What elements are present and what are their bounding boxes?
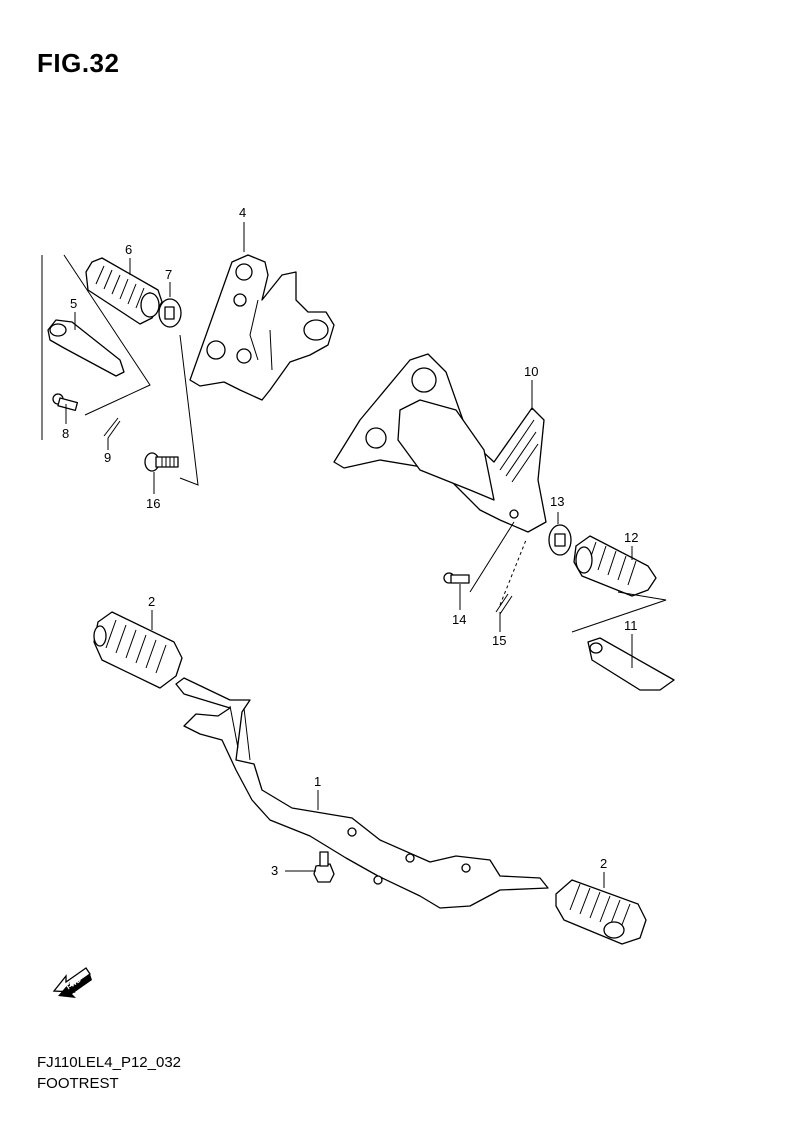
callout-14: 14: [452, 612, 466, 627]
part-10-right-bracket[interactable]: [333, 353, 547, 533]
part-2-peg-rubber-right[interactable]: [555, 879, 647, 945]
callout-7: 7: [165, 267, 172, 282]
part-14-pin[interactable]: [443, 572, 470, 584]
leader-lines: [65, 222, 633, 888]
callout-11: 11: [624, 618, 638, 633]
callout-13: 13: [550, 494, 564, 509]
callout-16: 16: [146, 496, 160, 511]
part-3-bolt[interactable]: [313, 851, 335, 883]
part-5-peg-bar[interactable]: [47, 319, 125, 377]
callout-9: 9: [104, 450, 111, 465]
callout-2-upper: 2: [148, 594, 155, 609]
part-15-cotter-pin[interactable]: [495, 593, 513, 615]
callout-4: 4: [239, 205, 246, 220]
part-1-footrest-bar[interactable]: [175, 677, 549, 909]
callout-6: 6: [125, 242, 132, 257]
part-8-pin[interactable]: [52, 393, 79, 412]
fwd-arrow-icon: FWD: [52, 967, 92, 998]
part-13-washer[interactable]: [548, 524, 572, 556]
part-11-peg-bar[interactable]: [587, 637, 675, 691]
part-9-cotter-pin[interactable]: [103, 417, 121, 439]
part-7-washer[interactable]: [158, 298, 182, 328]
callout-15: 15: [492, 633, 506, 648]
callout-12: 12: [624, 530, 638, 545]
diagram-code: FJ110LEL4_P12_032: [37, 1054, 182, 1071]
callout-2-lower: 2: [600, 856, 607, 871]
callout-5: 5: [70, 296, 77, 311]
figure-title: FIG.32: [37, 48, 120, 78]
assembly-guide-right: [571, 591, 667, 633]
part-2-peg-rubber-left[interactable]: [93, 611, 183, 689]
part-4-left-bracket[interactable]: [189, 254, 335, 401]
callout-8: 8: [62, 426, 69, 441]
part-12-peg-rubber[interactable]: [573, 535, 657, 597]
callout-1: 1: [314, 774, 321, 789]
callout-3: 3: [271, 863, 278, 878]
callout-10: 10: [524, 364, 538, 379]
assembly-guide-bolt16: [179, 334, 199, 486]
assembly-guide-left: [63, 254, 151, 416]
diagram-caption: FOOTREST: [37, 1075, 119, 1092]
part-16-bolt[interactable]: [144, 452, 179, 472]
part-6-peg-rubber[interactable]: [85, 257, 163, 325]
